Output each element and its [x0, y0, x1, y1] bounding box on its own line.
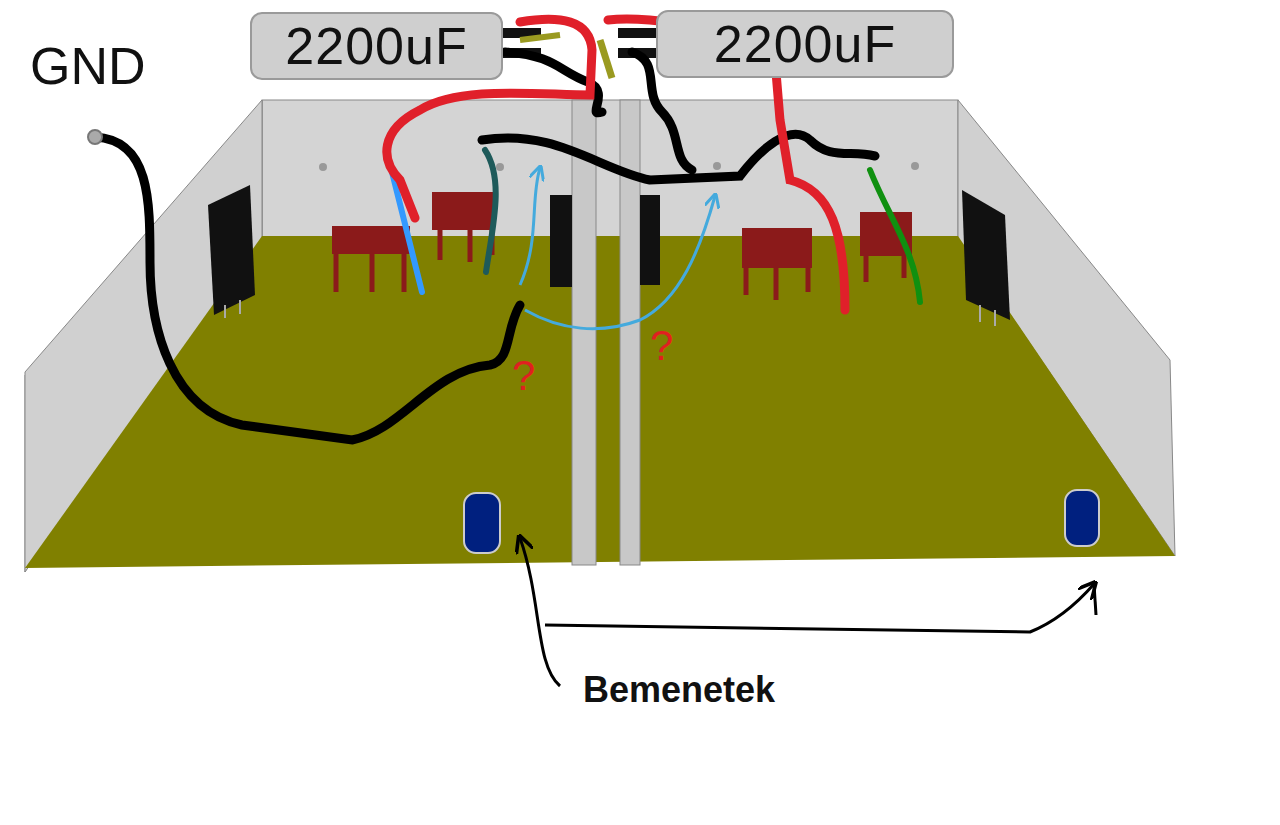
capacitor-box: 2200uF [656, 10, 954, 78]
ground-label: GND [30, 40, 146, 92]
question-mark: ? [512, 355, 535, 397]
capacitor-value: 2200uF [714, 14, 896, 74]
capacitor-value: 2200uF [285, 16, 467, 76]
input-label: Bemenetek [583, 672, 775, 708]
capacitor-box: 2200uF [250, 12, 503, 80]
question-mark: ? [650, 325, 673, 367]
